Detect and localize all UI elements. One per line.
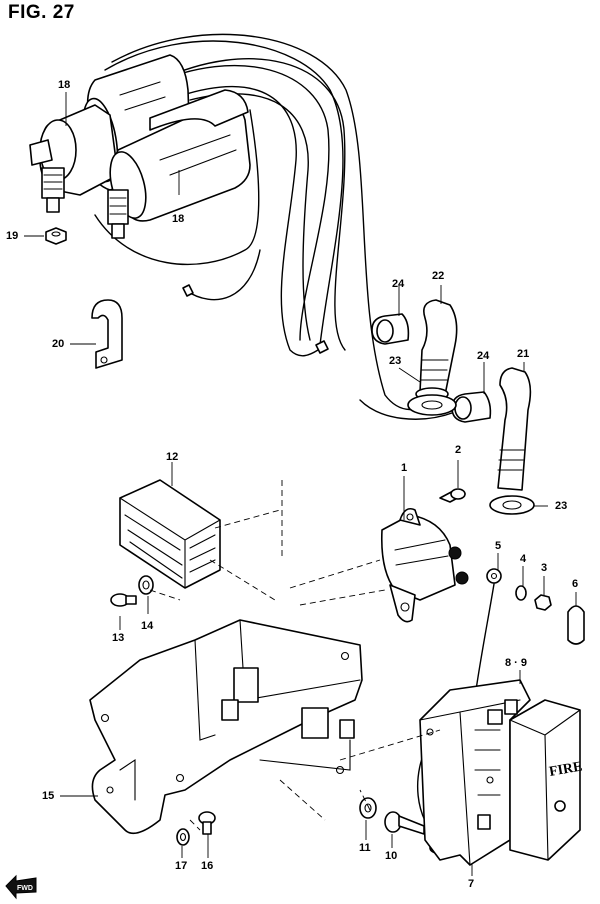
callout-4: 4 xyxy=(520,553,527,565)
callout-7: 7 xyxy=(468,878,475,890)
callout-18-left: 18 xyxy=(58,79,71,91)
callout-16: 16 xyxy=(201,860,214,872)
callout-18-right: 18 xyxy=(172,213,185,225)
fwd-label: FWD xyxy=(17,885,33,892)
callout-20: 20 xyxy=(52,338,65,350)
regulator-rectifier-12 xyxy=(119,479,221,589)
bolt-10 xyxy=(384,811,425,835)
callout-3: 3 xyxy=(541,562,548,574)
callout-2: 2 xyxy=(455,444,462,456)
assembly-lines xyxy=(149,480,441,831)
spark-plug-cap-22 xyxy=(415,299,458,401)
starter-relay-1 xyxy=(380,507,469,623)
ignition-coil-left xyxy=(29,104,119,213)
washer-4 xyxy=(515,585,527,601)
nut-3 xyxy=(534,594,552,611)
callout-23-lower: 23 xyxy=(555,500,568,512)
callout-15: 15 xyxy=(42,790,55,802)
leader-lines xyxy=(24,92,577,876)
cap-24-upper xyxy=(371,313,410,345)
cap-24-lower xyxy=(451,391,492,423)
bracket-15 xyxy=(89,619,363,835)
bolt-2 xyxy=(439,488,466,503)
callout-14: 14 xyxy=(141,620,154,632)
callout-10: 10 xyxy=(385,850,398,862)
spark-plug-cap-21 xyxy=(489,367,535,515)
callout-23-upper: 23 xyxy=(389,355,402,367)
callout-19: 19 xyxy=(6,230,19,242)
cover-6 xyxy=(567,605,585,645)
bolt-16 xyxy=(198,811,216,835)
callout-13: 13 xyxy=(112,632,125,644)
callout-11: 11 xyxy=(359,842,371,854)
figure-title: FIG. 27 xyxy=(8,2,75,23)
igniter-case: FIRE xyxy=(509,699,584,861)
clamp-20 xyxy=(91,299,123,369)
seal-23-upper xyxy=(407,394,457,416)
fwd-arrow-icon: FWD xyxy=(5,874,37,900)
callout-12: 12 xyxy=(166,451,179,463)
high-tension-wires xyxy=(94,33,456,420)
washer-17 xyxy=(176,828,190,846)
callout-24-lower: 24 xyxy=(477,350,490,362)
callout-17: 17 xyxy=(175,860,188,872)
bolt-13 xyxy=(110,593,137,607)
callout-24-upper: 24 xyxy=(392,278,405,290)
callout-22: 22 xyxy=(432,270,445,282)
callout-5: 5 xyxy=(495,540,502,552)
callout-21: 21 xyxy=(517,348,530,360)
washer-11 xyxy=(359,797,377,819)
case-label: FIRE xyxy=(548,759,584,780)
ignition-coil-right xyxy=(107,89,251,239)
callout-1: 1 xyxy=(401,462,408,474)
nut-19 xyxy=(45,227,67,245)
callout-6: 6 xyxy=(572,578,579,590)
washer-14 xyxy=(138,575,154,595)
callout-8-9: 8 · 9 xyxy=(505,657,528,669)
